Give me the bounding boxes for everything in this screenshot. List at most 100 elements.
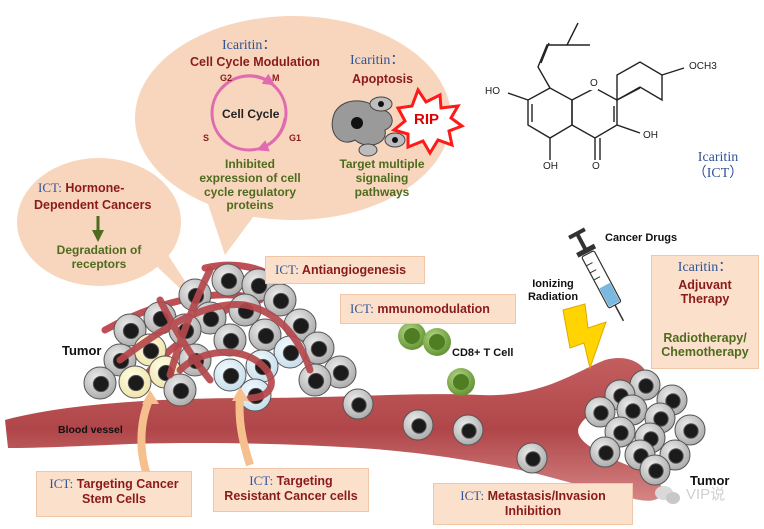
adjuvant-result: Radiotherapy/ Chemotherapy xyxy=(651,331,759,360)
cell-nucleus xyxy=(653,411,669,427)
phase-m: M xyxy=(272,73,280,83)
antiangio-text: ICT: Antiangiogenesis xyxy=(275,262,407,278)
metastasis-box xyxy=(433,483,633,525)
hormone-title-line1: Hormone- xyxy=(65,181,125,195)
adjuvant-title: Adjuvant Therapy xyxy=(651,278,759,307)
cell-nucleus xyxy=(250,277,268,295)
cell-nucleus xyxy=(202,310,220,328)
metastasis-prefix: ICT: xyxy=(460,488,485,503)
cell-nucleus xyxy=(222,332,240,350)
metastasis-label-line2: Inhibition xyxy=(504,503,562,518)
tumor-left-label: Tumor xyxy=(62,343,102,358)
immuno-label: mmunomodulation xyxy=(377,302,490,316)
och3-label: OCH3 xyxy=(689,61,717,72)
cell-nucleus xyxy=(292,317,310,335)
tumor-cluster-left xyxy=(83,263,357,412)
cell-nucleus xyxy=(461,423,477,439)
antiangio-label: Antiangiogenesis xyxy=(301,263,407,277)
cell-nucleus xyxy=(332,364,350,382)
cell-nucleus xyxy=(665,393,681,409)
apoptosis-prefix: Icaritin： xyxy=(350,53,405,68)
cell-nucleus xyxy=(142,342,160,360)
immuno-text: ICT: mmunomodulation xyxy=(350,301,490,317)
oh-label-right: OH xyxy=(643,130,658,141)
structure-name: Icaritin （ICT） xyxy=(688,150,748,182)
apoptosis-caption-line: signaling xyxy=(355,170,409,185)
stem-prefix: ICT: xyxy=(49,476,74,491)
apoptosis-caption-line: Target multiple xyxy=(339,157,425,171)
cell-nucleus xyxy=(683,423,699,439)
cell-cycle-center-label: Cell Cycle xyxy=(222,107,280,121)
metastasis-label-line1: Metastasis/Invasion xyxy=(487,489,606,503)
ionizing-label: Ionizing Radiation xyxy=(522,278,584,303)
adjuvant-result-line: Chemotherapy xyxy=(661,345,749,360)
phase-g1: G1 xyxy=(289,133,302,143)
cell-nucleus xyxy=(122,322,140,340)
cell-nucleus xyxy=(220,272,238,290)
ketone-o-label: O xyxy=(592,161,600,172)
cd8-label: CD8+ T Cell xyxy=(452,347,514,359)
hormone-result: Degradation of receptors xyxy=(48,243,150,272)
cell-nucleus xyxy=(593,405,609,421)
resistant-text: ICT: Targeting Resistant Cancer cells xyxy=(213,473,369,503)
cell-nucleus xyxy=(638,378,654,394)
adjuvant-title-line: Adjuvant xyxy=(678,278,732,292)
syringe-icon xyxy=(568,227,625,322)
tumor-vessels-front xyxy=(116,266,314,402)
cell-nucleus xyxy=(172,382,190,400)
stem-box xyxy=(36,471,192,517)
metastasis-text: ICT: Metastasis/Invasion Inhibition xyxy=(433,488,633,518)
ho-label: HO xyxy=(485,86,500,97)
cell-nucleus xyxy=(92,375,110,393)
cell-nucleus xyxy=(598,445,614,461)
hormone-result-line: receptors xyxy=(71,256,127,271)
resistant-cell-arrow xyxy=(232,387,254,467)
cell-nucleus xyxy=(310,340,328,358)
cell-cycle-bubble xyxy=(135,16,451,255)
wechat-icon xyxy=(655,486,680,504)
cell-cycle-caption: Inhibited expression of cell cycle regul… xyxy=(195,157,305,213)
ionizing-line: Radiation xyxy=(527,290,579,303)
cell-cycle-caption-line: Inhibited xyxy=(225,157,275,171)
blood-vessel-label: Blood vessel xyxy=(58,424,123,436)
rip-burst xyxy=(390,86,466,156)
stem-cell-arrow xyxy=(137,390,159,480)
immuno-box xyxy=(340,294,516,324)
cell-cycle-caption-line: proteins xyxy=(226,198,274,213)
cell-nucleus xyxy=(411,418,427,434)
stem-label-line2: Stem Cells xyxy=(82,491,146,506)
cd8-t-cells xyxy=(398,322,475,396)
phase-s: S xyxy=(203,133,210,143)
cell-nucleus xyxy=(222,367,240,385)
cell-nucleus xyxy=(307,372,325,390)
stem-label-line1: Targeting Cancer xyxy=(76,477,179,491)
hormone-prefix: ICT: xyxy=(38,180,62,195)
cell-nucleus xyxy=(668,448,684,464)
apoptosis-title: Apoptosis xyxy=(352,72,414,86)
adjuvant-prefix: Icaritin： xyxy=(677,260,733,275)
hormone-title: ICT: Hormone- xyxy=(38,180,125,196)
apoptosis-caption-line: pathways xyxy=(354,184,410,199)
resistant-label-line2: Resistant Cancer cells xyxy=(224,488,358,503)
antiangio-prefix: ICT: xyxy=(275,262,299,277)
blood-vessel xyxy=(5,357,663,501)
cell-cycle-prefix: Icaritin： xyxy=(222,38,277,53)
adjuvant-title-line: Therapy xyxy=(680,292,730,307)
resistant-box xyxy=(213,468,369,512)
adjuvant-result-line: Radiotherapy/ xyxy=(663,331,747,345)
cell-nucleus xyxy=(127,374,145,392)
cell-nucleus xyxy=(351,397,367,413)
hormone-result-line: Degradation of xyxy=(56,243,142,257)
icaritin-abbr: （ICT） xyxy=(692,166,744,182)
tumor-right-label: Tumor xyxy=(690,473,730,488)
cell-cycle-caption-line: cycle regulatory xyxy=(203,184,297,199)
cell-cycle-title: Cell Cycle Modulation xyxy=(190,55,320,69)
cell-nucleus xyxy=(257,327,275,345)
resistant-prefix: ICT: xyxy=(249,473,274,488)
rip-label: RIP xyxy=(414,111,440,128)
oh-label-bottom: OH xyxy=(543,161,558,172)
apoptosis-caption: Target multiple signaling pathways xyxy=(332,157,432,199)
cell-nucleus xyxy=(272,292,290,310)
hormone-title-line2: Dependent Cancers xyxy=(34,198,152,212)
